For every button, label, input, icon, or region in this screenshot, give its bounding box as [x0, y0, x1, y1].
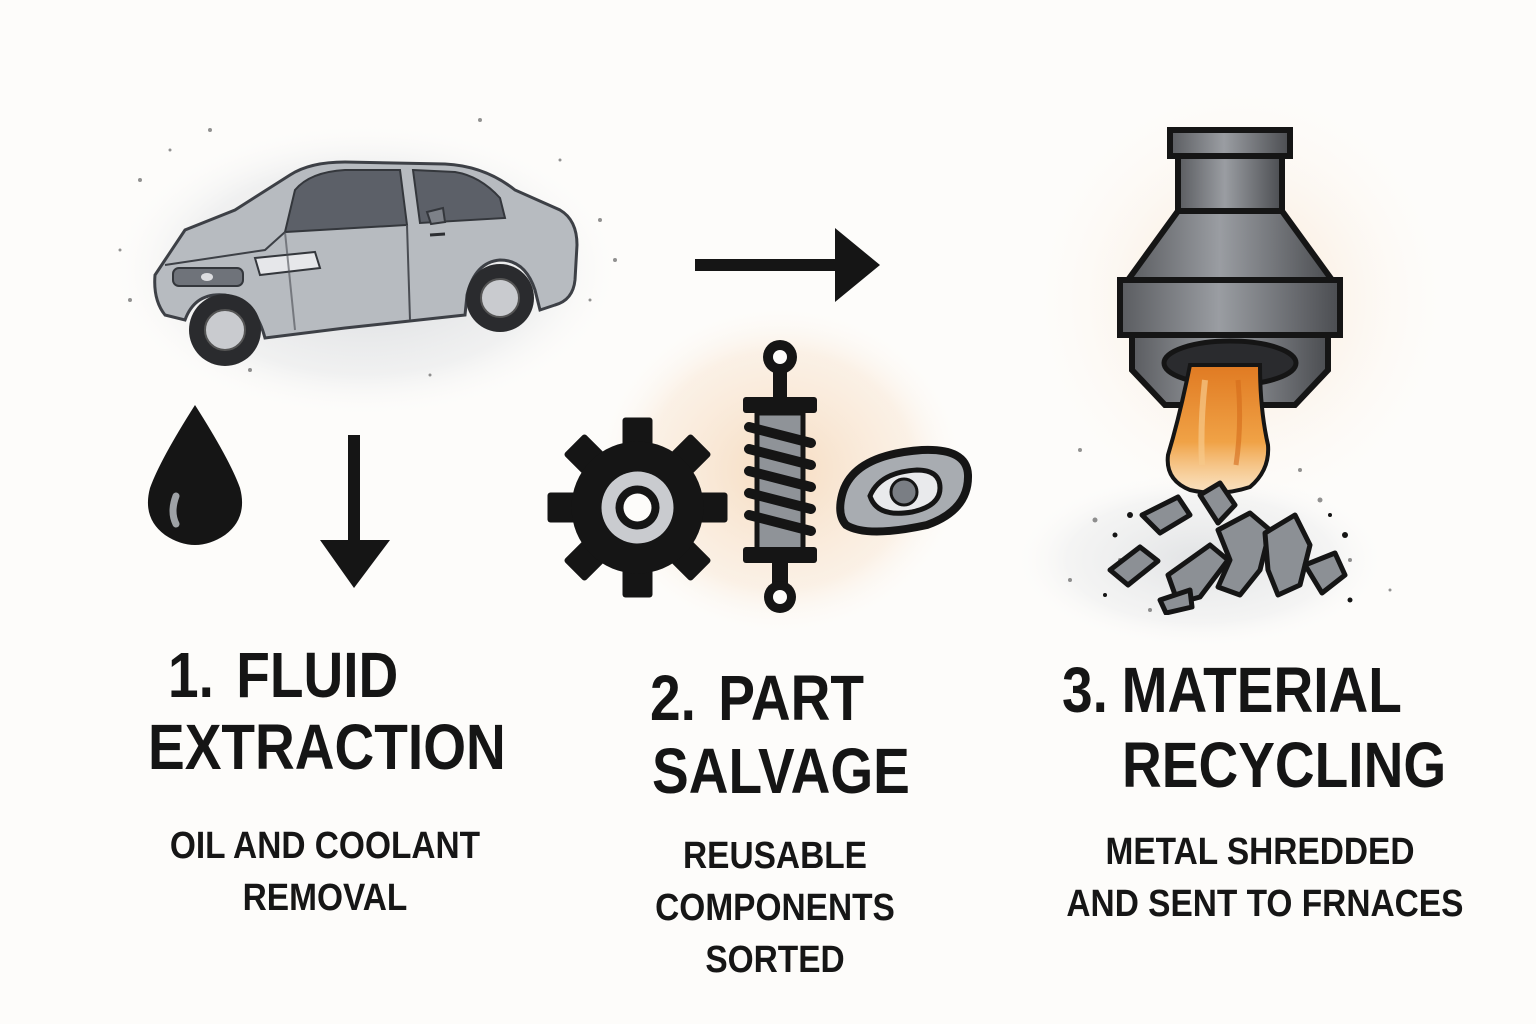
- metal-scrap-icon: [1103, 480, 1353, 615]
- gear-icon: [547, 417, 728, 598]
- step-1-number: 1.: [168, 639, 214, 711]
- step-1-title-line1: 1. FLUID: [168, 640, 398, 710]
- shredder-hopper-icon: [1117, 127, 1343, 495]
- step-2-number: 2.: [650, 662, 696, 734]
- step-3-title-word: MATERIAL: [1121, 654, 1402, 726]
- step-3-number: 3.: [1062, 654, 1108, 726]
- step-2-description: REUSABLE COMPONENTS SORTED: [612, 830, 938, 986]
- step-2-desc-line3: SORTED: [705, 939, 845, 981]
- step-3-desc-line2: AND SENT TO FRNACES: [1066, 883, 1464, 925]
- right-arrow-icon: [695, 228, 880, 302]
- step-1-description: OIL AND COOLANT REMOVAL: [162, 820, 488, 924]
- step-1-title-line2: EXTRACTION: [148, 711, 506, 783]
- car-icon: [153, 160, 579, 366]
- step-2-title-line2: SALVAGE: [652, 735, 910, 807]
- step-3-desc-line1: METAL SHREDDED: [1105, 831, 1415, 873]
- step-2-desc-line1: REUSABLE: [683, 835, 867, 877]
- step-2-title-line1: 2. PART: [650, 663, 864, 733]
- headlight-icon: [836, 445, 973, 536]
- step-3-description: METAL SHREDDED AND SENT TO FRNACES: [1066, 826, 1464, 930]
- step-2-desc-line2: COMPONENTS: [655, 887, 895, 929]
- step-2-title-word: PART: [718, 662, 865, 734]
- step-3-title-line1: 3.MATERIAL: [1062, 655, 1402, 725]
- oil-drop-icon: [147, 405, 243, 545]
- step-3-title-line2: RECYCLING: [1122, 729, 1447, 801]
- step-1-desc-line1: OIL AND COOLANT: [169, 825, 481, 867]
- step-1-desc-line2: REMOVAL: [242, 877, 408, 919]
- shock-absorber-icon: [743, 340, 817, 613]
- step-1-title-word: FLUID: [236, 639, 399, 711]
- down-arrow-icon: [320, 435, 390, 588]
